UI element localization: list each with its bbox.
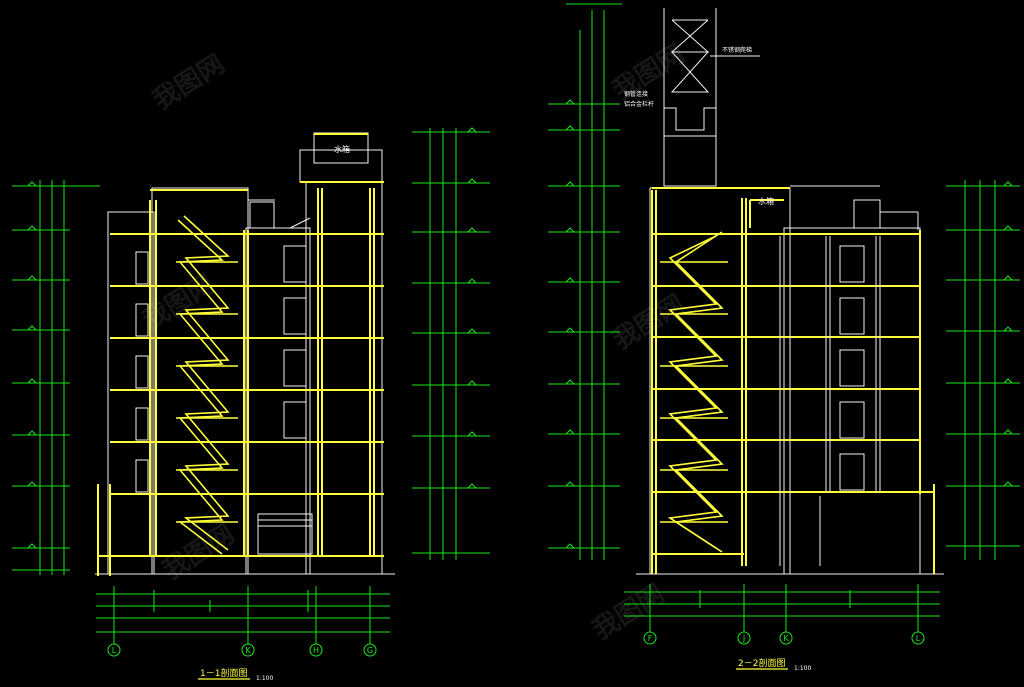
- axis-label: G: [367, 646, 373, 655]
- axis-bubble: [309, 643, 323, 657]
- floor-slabs: [651, 187, 935, 574]
- axis-label: F: [648, 634, 653, 643]
- water-tank-label: 水箱: [334, 144, 350, 154]
- axis-bubble: [107, 643, 121, 657]
- watermark-text: 我图网: [608, 289, 690, 356]
- water-tank-label: 水箱: [758, 196, 774, 206]
- axis-bubble: [911, 631, 925, 645]
- axis-label: H: [313, 646, 319, 655]
- stair-flights: [660, 231, 728, 553]
- bottom-dimensions: [96, 586, 390, 644]
- axis-bubble: [241, 643, 255, 657]
- watermark-text: 我图网: [148, 49, 230, 116]
- section-1-scale: 1:100: [256, 675, 273, 682]
- watermark-text: 我图网: [608, 39, 690, 106]
- railing-note: 铝合金栏杆: [624, 100, 654, 108]
- openings: [135, 245, 313, 555]
- axis-bubble: [779, 631, 793, 645]
- axis-label: K: [783, 634, 789, 643]
- section-1-1: 水箱 L K H G 1－1剖面图 1:: [12, 127, 490, 682]
- elevation-markers-right: [946, 180, 1020, 560]
- floor-slabs: [97, 133, 384, 576]
- axis-bubble: [737, 631, 751, 645]
- elevation-markers-left: [548, 3, 622, 560]
- ladder-note: 不锈钢爬梯: [722, 46, 752, 54]
- section-2-2: 不锈钢爬梯 钢管连接 铝合金栏杆: [548, 3, 1020, 672]
- axis-label: J: [742, 634, 745, 643]
- axis-label: L: [916, 634, 921, 643]
- pipe-note: 钢管连接: [624, 90, 648, 98]
- openings: [779, 236, 881, 566]
- elevation-markers-left: [12, 180, 100, 575]
- axis-bubbles-section-2: F J K L: [643, 631, 925, 645]
- roof-ladder-tower: [663, 8, 760, 187]
- elevation-markers-right: [412, 127, 490, 560]
- bottom-dimensions: [624, 584, 940, 632]
- axis-label: K: [245, 646, 251, 655]
- section-2-scale: 1:100: [794, 665, 811, 672]
- axis-bubble: [363, 643, 377, 657]
- section-1-title: 1－1剖面图: [200, 667, 247, 679]
- section-2-title: 2－2剖面图: [738, 657, 785, 669]
- stair-flights: [176, 215, 238, 555]
- axis-label: L: [112, 646, 117, 655]
- watermark-text: 我图网: [158, 519, 240, 586]
- watermark-text: 我图网: [588, 579, 670, 646]
- axis-bubbles-section-1: L K H G: [107, 643, 377, 657]
- axis-bubble: [643, 631, 657, 645]
